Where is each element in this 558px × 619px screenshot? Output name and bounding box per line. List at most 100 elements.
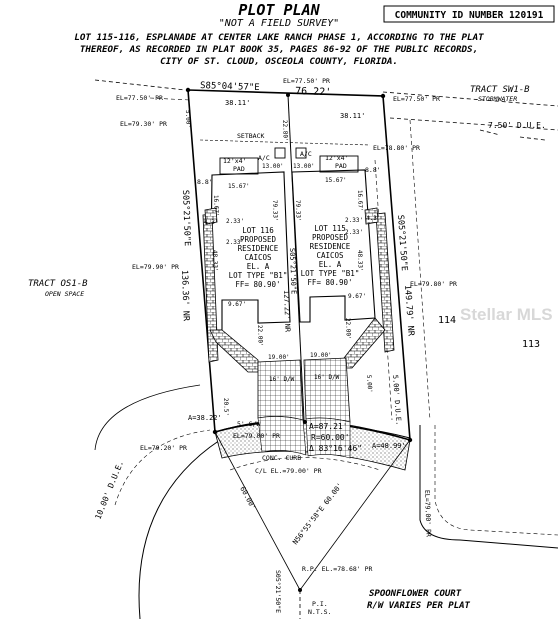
pad-right: 12'x4' bbox=[325, 154, 348, 162]
center-lot-line bbox=[287, 94, 305, 421]
road-curb-east bbox=[419, 425, 558, 549]
north-distance: 76.22' bbox=[295, 86, 331, 98]
row-note: R/W VARIES PER PLAT bbox=[367, 601, 471, 611]
w43-right: 4.3' bbox=[366, 215, 380, 222]
lot-113-label: 113 bbox=[522, 339, 540, 350]
lot-114-label: 114 bbox=[438, 315, 456, 326]
street-name: SPOONFLOWER COURT bbox=[369, 589, 462, 599]
lot-115-line-4: CAICOS bbox=[316, 251, 344, 260]
side88-left: 8.8' bbox=[197, 178, 213, 186]
lot-116-line-7: FF= 80.90' bbox=[235, 280, 280, 289]
rear-22: 22.80' bbox=[281, 120, 289, 142]
lot-115-line-2: PROPOSED bbox=[312, 233, 349, 242]
subtitle: "NOT A FIELD SURVEY" bbox=[219, 18, 339, 29]
w233-a: 2.33' bbox=[226, 218, 244, 225]
w1667-left: 16.67' bbox=[212, 195, 220, 217]
setback-label: SETBACK bbox=[237, 132, 264, 140]
ac-right: A/C bbox=[300, 150, 312, 158]
ac-left: A/C bbox=[258, 154, 270, 162]
arc-a: A=38.22' bbox=[188, 414, 222, 422]
w233-b: 2.33' bbox=[226, 239, 244, 246]
east-due: 7.50' D.U.E. bbox=[488, 121, 546, 130]
el-rp: R.P. EL.=78.68' PR bbox=[302, 565, 373, 573]
conc-curb: CONC. CURB bbox=[262, 454, 301, 462]
east-due-line bbox=[389, 117, 558, 131]
el-se: EL=79.00' PR bbox=[423, 490, 433, 537]
d7933-right: 79.33' bbox=[294, 200, 302, 222]
w19-left: 19.00' bbox=[268, 354, 290, 361]
d7933-left: 79.33' bbox=[271, 200, 279, 222]
east-bearing: S05°21'50"E bbox=[395, 215, 409, 272]
east-distance: 149.79' NR bbox=[402, 285, 416, 338]
radial-line bbox=[299, 439, 411, 591]
d22-right: 22.00' bbox=[344, 318, 352, 340]
tract-sw-label: TRACT SW1-B bbox=[470, 85, 530, 95]
east-neighbor-line bbox=[409, 119, 431, 421]
lot-115-pad bbox=[319, 155, 359, 173]
lot-116-line-2: PROPOSED bbox=[240, 235, 277, 244]
el-sw: EL=79.20' PR bbox=[140, 444, 187, 452]
lot-116-line-1: LOT 116 bbox=[242, 226, 274, 235]
front-sidewalk: 5' S/W bbox=[237, 420, 261, 428]
w967-right: 9.67' bbox=[348, 293, 366, 300]
el-n-mid: EL=77.50' PR bbox=[283, 77, 330, 85]
w233-d: 2.33' bbox=[345, 229, 363, 236]
el-w-top: EL=79.30' PR bbox=[120, 120, 167, 128]
lot-115-line-5: EL. A bbox=[319, 260, 342, 269]
pi-bearing: S05°21'50"E bbox=[274, 570, 282, 613]
radial-bearing: N56°55'58"E 60.00' bbox=[291, 482, 344, 547]
center-bearing: S05°21'50"E bbox=[288, 248, 298, 295]
west-due-line bbox=[114, 429, 211, 506]
pad13-right: 13.00' bbox=[293, 163, 315, 170]
lot-115-line-6: LOT TYPE "B1" bbox=[301, 269, 360, 278]
el-ne: EL=77.50' PR bbox=[393, 95, 440, 103]
lot-116-line-6: LOT TYPE "B1" bbox=[229, 271, 288, 280]
w1567-right: 15.67' bbox=[325, 177, 347, 184]
el-w-mid: EL=79.90' PR bbox=[132, 263, 179, 271]
w19-right: 19.00' bbox=[310, 352, 332, 359]
radial-60: 60.00' bbox=[238, 485, 257, 511]
west-bearing: S05°21'50"E bbox=[180, 190, 192, 247]
ne-neighbor-line bbox=[382, 91, 558, 107]
d22-left: 22.00' bbox=[256, 325, 264, 347]
el-e-mid: EL=79.80' PR bbox=[410, 280, 457, 288]
lot-115-front-walk bbox=[343, 317, 386, 369]
arc-delta: Δ 83°16'46" bbox=[309, 444, 362, 453]
lot-115-line-1: LOT 115 bbox=[314, 224, 346, 233]
pad13-left: 13.00' bbox=[262, 163, 284, 170]
north-neighbor-line bbox=[94, 79, 186, 91]
legal-line-3: CITY OF ST. CLOUD, OSCEOLA COUNTY, FLORI… bbox=[160, 56, 398, 67]
legal-line-1: LOT 115-116, ESPLANADE AT CENTER LAKE RA… bbox=[74, 32, 484, 43]
east-side-due: 5.00' D.U.E. bbox=[391, 375, 403, 426]
w967-left: 9.67' bbox=[228, 301, 246, 308]
arc-a3: A=48.99' bbox=[372, 442, 406, 450]
nts-label: N.T.S. bbox=[308, 608, 331, 616]
d205: 20.5' bbox=[222, 398, 230, 416]
el-front: EL=79.00' PR bbox=[233, 432, 280, 440]
rear-setback bbox=[199, 139, 371, 146]
lot-116-line-4: CAICOS bbox=[244, 253, 272, 262]
west-distance: 136.36' NR bbox=[179, 270, 191, 322]
north-bearing: S85°04'57"E bbox=[200, 81, 260, 93]
pi-label: P.I. bbox=[312, 600, 328, 608]
lot-116-pad bbox=[219, 157, 259, 175]
community-id: COMMUNITY ID NUMBER 120191 bbox=[395, 10, 544, 21]
el-curb: C/L EL.=79.00' PR bbox=[255, 467, 322, 475]
community-id-box bbox=[383, 5, 555, 23]
watermark: Stellar MLS bbox=[460, 305, 553, 324]
w1567-left: 15.67' bbox=[228, 183, 250, 190]
lot-116-line-5: EL. A bbox=[247, 262, 270, 271]
d4833-right: 48.33' bbox=[356, 250, 364, 272]
pad-left: 12'x4' bbox=[223, 157, 246, 165]
pad-right-2: PAD bbox=[335, 162, 347, 170]
w1667-right: 16.67' bbox=[356, 190, 364, 212]
d50: 5.00' bbox=[365, 375, 373, 394]
lot-115-block: LOT 115 PROPOSED RESIDENCE CAICOS EL. A … bbox=[301, 224, 360, 287]
dw-right: 16' D/W bbox=[314, 374, 340, 381]
tract-os-label: TRACT OS1-B bbox=[28, 279, 88, 289]
center-distance: 127.22' NR bbox=[282, 290, 291, 333]
dw-left: 16' D/W bbox=[269, 376, 295, 383]
lot-116-line-3: RESIDENCE bbox=[238, 244, 279, 253]
east-side-due-line bbox=[374, 159, 393, 421]
